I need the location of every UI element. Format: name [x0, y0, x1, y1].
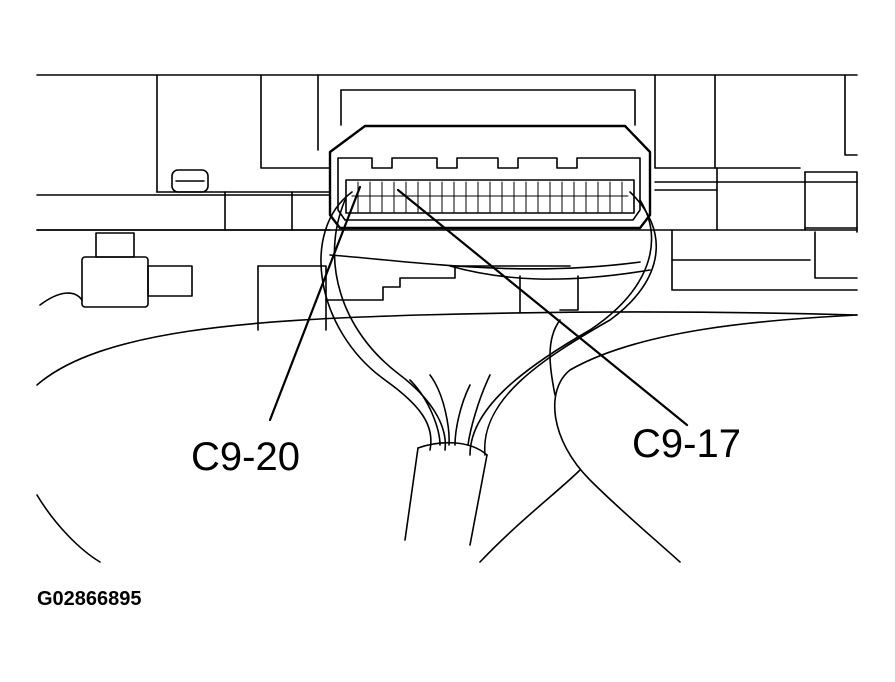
harness-clip: [39, 169, 209, 308]
leader-lines: [268, 185, 689, 427]
leader-line-c9-20: [268, 185, 362, 422]
ecu-housing: [36, 74, 858, 291]
callout-c9-20: C9-20: [191, 435, 300, 479]
leader-line-c9-17: [396, 188, 689, 427]
callout-c9-17: C9-17: [632, 422, 741, 466]
ecu-connector: [328, 124, 652, 230]
connector-pin-grid: [351, 181, 629, 213]
wire-harness: [36, 191, 858, 563]
mounting-bracket: [257, 254, 651, 331]
figure-id: G02866895: [37, 588, 142, 610]
